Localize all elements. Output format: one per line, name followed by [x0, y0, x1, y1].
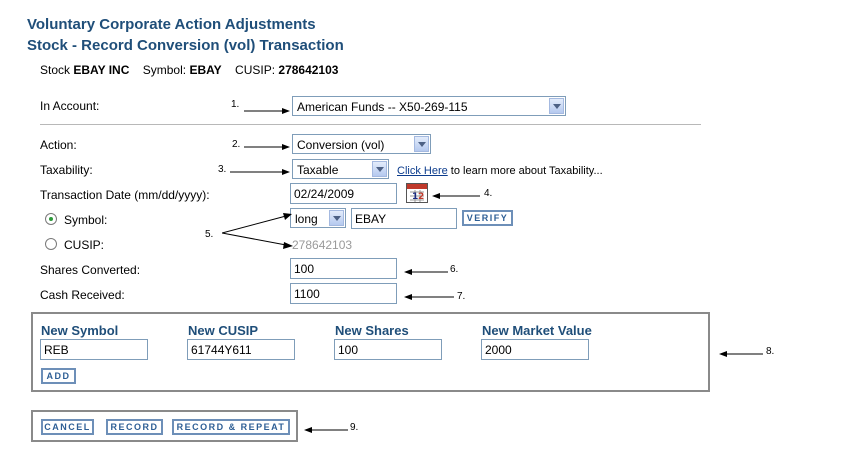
symbol-radio-label: Symbol: [64, 213, 108, 227]
cash-received-input[interactable]: 1100 [290, 283, 397, 304]
cash-received-label: Cash Received: [40, 288, 125, 302]
symbol-input-value: EBAY [355, 212, 387, 226]
annotation-arrow-9 [304, 423, 350, 437]
action-label: Action: [40, 138, 77, 152]
annotation-3: 3. [218, 164, 227, 175]
symbol-type-select[interactable]: long [290, 208, 346, 228]
symbol-radio[interactable] [45, 213, 57, 225]
annotation-arrow-6 [404, 265, 450, 279]
cusip-value: 278642103 [292, 238, 353, 252]
taxability-help-text: to learn more about Taxability... [450, 165, 603, 177]
chevron-down-icon[interactable] [372, 161, 387, 177]
annotation-arrow-3 [230, 165, 290, 179]
new-symbol-input[interactable]: REB [40, 339, 148, 360]
annotation-7: 7. [457, 291, 466, 302]
transaction-date-input[interactable]: 02/24/2009 [290, 183, 397, 204]
add-button[interactable]: ADD [41, 368, 76, 384]
chevron-down-icon[interactable] [414, 136, 429, 152]
symbol-type-value: long [295, 212, 318, 226]
chevron-down-icon[interactable] [549, 98, 564, 114]
record-repeat-button[interactable]: RECORD & REPEAT [172, 419, 290, 435]
taxability-label: Taxability: [40, 163, 93, 177]
new-symbol-value: REB [44, 343, 69, 357]
stock-cusip: 278642103 [278, 63, 339, 77]
new-market-value-value: 2000 [485, 343, 512, 357]
new-cusip-value: 61744Y611 [191, 343, 252, 357]
symbol-label: Symbol: [142, 63, 187, 77]
new-shares-value: 100 [338, 343, 359, 357]
transaction-date-label: Transaction Date (mm/dd/yyyy): [40, 188, 210, 202]
svg-text:2: 2 [418, 192, 424, 202]
transaction-date-value: 02/24/2009 [294, 187, 355, 201]
symbol-input[interactable]: EBAY [351, 208, 457, 229]
new-cusip-input[interactable]: 61744Y611 [187, 339, 295, 360]
action-select-value: Conversion (vol) [297, 138, 385, 152]
page-subtitle: Stock - Record Conversion (vol) Transact… [27, 37, 344, 54]
annotation-arrow-1 [244, 104, 290, 118]
stock-label: Stock [40, 63, 71, 77]
svg-text:1: 1 [412, 192, 418, 202]
annotation-2: 2. [232, 139, 241, 150]
cusip-radio-label: CUSIP: [64, 238, 105, 252]
new-market-value-input[interactable]: 2000 [481, 339, 589, 360]
account-label: In Account: [40, 99, 100, 113]
annotation-arrow-7 [404, 290, 456, 304]
taxability-select-value: Taxable [297, 163, 339, 177]
annotation-9: 9. [350, 422, 359, 433]
action-button-panel [31, 410, 298, 442]
taxability-select[interactable]: Taxable [292, 159, 389, 179]
col-new-market-value: New Market Value [482, 323, 592, 338]
cusip-label: CUSIP: [235, 63, 276, 77]
stock-symbol: EBAY [189, 63, 222, 77]
taxability-help: Click Here to learn more about Taxabilit… [397, 165, 603, 177]
shares-converted-label: Shares Converted: [40, 263, 141, 277]
col-new-cusip: New CUSIP [188, 323, 259, 338]
annotation-arrow-2 [244, 140, 290, 154]
annotation-arrow-8 [719, 347, 765, 361]
verify-button[interactable]: VERIFY [462, 210, 513, 226]
cash-received-value: 1100 [294, 287, 320, 301]
account-select-value: American Funds -- X50-269-115 [297, 100, 468, 114]
shares-converted-input[interactable]: 100 [290, 258, 397, 279]
annotation-1: 1. [231, 99, 240, 110]
col-new-shares: New Shares [335, 323, 409, 338]
shares-converted-value: 100 [294, 262, 315, 276]
account-select[interactable]: American Funds -- X50-269-115 [292, 96, 566, 116]
col-new-symbol: New Symbol [41, 323, 119, 338]
annotation-arrow-5 [221, 212, 296, 255]
cusip-radio[interactable] [45, 238, 57, 250]
divider [40, 124, 701, 125]
annotation-4: 4. [484, 188, 493, 199]
annotation-5: 5. [205, 229, 214, 240]
new-security-panel [31, 312, 710, 392]
action-select[interactable]: Conversion (vol) [292, 134, 431, 154]
annotation-arrow-4 [432, 189, 482, 203]
stock-name: EBAY INC [73, 63, 130, 77]
taxability-help-link[interactable]: Click Here [397, 165, 448, 177]
calendar-icon[interactable]: 1 2 [406, 183, 428, 203]
chevron-down-icon[interactable] [329, 210, 344, 226]
cancel-button[interactable]: CANCEL [41, 419, 94, 435]
record-button[interactable]: RECORD [106, 419, 163, 435]
new-shares-input[interactable]: 100 [334, 339, 442, 360]
annotation-8: 8. [766, 346, 775, 357]
page-title: Voluntary Corporate Action Adjustments [27, 16, 316, 33]
annotation-6: 6. [450, 264, 459, 275]
stock-info: Stock EBAY INC Symbol: EBAY CUSIP: 27864… [40, 63, 338, 77]
